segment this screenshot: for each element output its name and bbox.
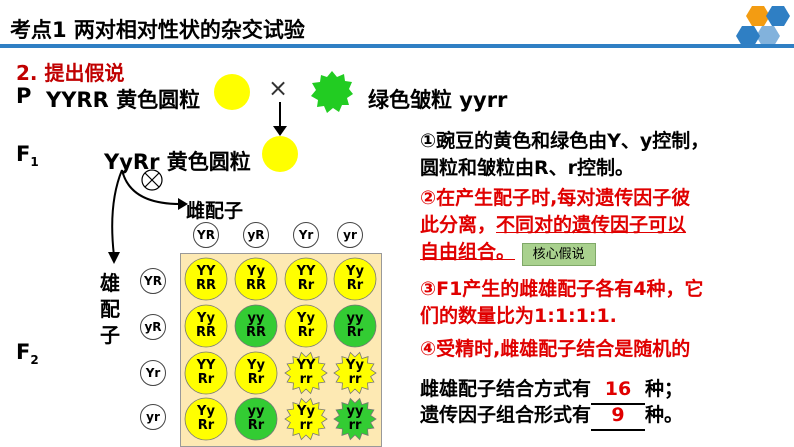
pea-yellow-round-icon (284, 257, 328, 301)
pea-green-round-icon (333, 304, 377, 348)
point-4: ④受精时,雌雄配子结合是随机的 (420, 338, 691, 360)
gamete-top: yR (243, 222, 269, 248)
point-3: ③F1产生的雌雄配子各有4种，它 们的数量比为1:1:1:1. (420, 278, 704, 327)
point-1: ①豌豆的黄色和绿色由Y、y控制， 圆粒和皱粒由R、r控制。 (420, 130, 710, 179)
pea-green-round-icon (234, 397, 278, 441)
gamete-left: yr (140, 404, 166, 430)
pea-yellow-round-icon (234, 257, 278, 301)
female-gametes-label: 雌配子 (186, 200, 244, 222)
pea-yellow-wrinkled-icon (284, 351, 328, 395)
title-underline (0, 44, 794, 48)
pea-yellow-round-icon (234, 351, 278, 395)
pea-yellow-wrinkled-icon (333, 351, 377, 395)
pea-yellow-round-icon (184, 304, 228, 348)
pea-yellow-wrinkled-icon (284, 397, 328, 441)
point-2: ②在产生配子时,每对遗传因子彼 此分离，不同对的遗传因子可以 自由组合。 核心假… (420, 185, 690, 268)
arrow-down-icon (273, 102, 287, 136)
self-cross-arrows (108, 169, 188, 264)
gamete-top: Yr (293, 222, 319, 248)
pea-yellow-round-icon (333, 257, 377, 301)
answer-9: 9 (591, 402, 646, 431)
f2-label: F2 (16, 340, 39, 368)
gamete-left: yR (140, 314, 166, 340)
gamete-left: Yr (140, 360, 166, 386)
cross-symbol: × (268, 74, 289, 102)
hexagon-logo-icon (736, 6, 790, 46)
answer-16: 16 (591, 376, 646, 405)
pea-yellow-round-icon (184, 397, 228, 441)
pea-yellow-round-icon (284, 304, 328, 348)
f1-genotype: YyRr 黄色圆粒 (104, 150, 251, 174)
gamete-left: YR (140, 268, 166, 294)
core-hypothesis-tag: 核心假说 (521, 243, 596, 266)
yellow-round-pea-icon (214, 74, 250, 110)
green-wrinkled-pea-icon (311, 71, 353, 113)
pea-green-round-icon (234, 304, 278, 348)
p-left-genotype: YYRR 黄色圆粒 (46, 88, 201, 112)
gamete-top: yr (337, 222, 363, 248)
male-gametes-label: 雄配子 (100, 271, 120, 347)
p-right-genotype: 绿色皱粒 yyrr (368, 88, 508, 112)
pea-yellow-round-icon (184, 257, 228, 301)
f1-yellow-round-pea-icon (262, 136, 298, 172)
gamete-top: YR (193, 222, 219, 248)
pea-yellow-round-icon (184, 351, 228, 395)
slide-title: 考点1 两对相对性状的杂交试验 (10, 18, 305, 42)
f1-label: F1 (16, 142, 39, 170)
pea-green-wrinkled-icon (333, 397, 377, 441)
section-subtitle: 2. 提出假说 (16, 61, 125, 85)
p-label: P (16, 84, 32, 108)
